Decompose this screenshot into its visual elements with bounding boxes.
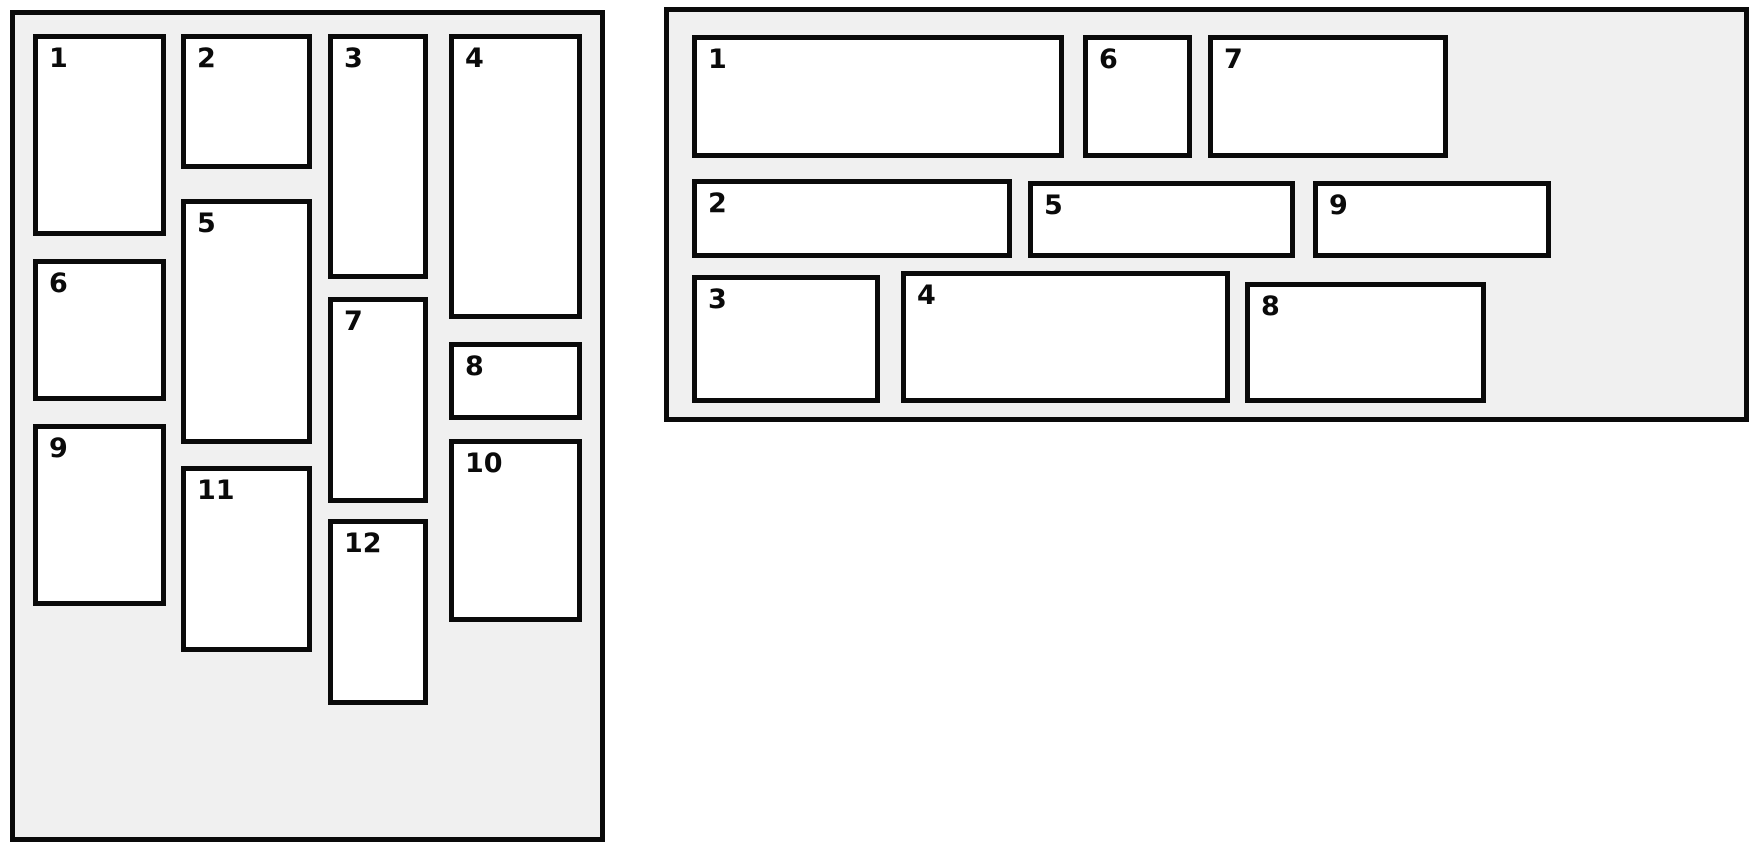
region-box-label: 10 [465, 448, 503, 479]
region-box-label: 11 [197, 475, 235, 506]
region-box-2[interactable]: 2 [692, 179, 1012, 258]
right-panel: 1 6 7 2 5 9 3 4 8 [664, 7, 1749, 422]
region-box-6[interactable]: 6 [33, 259, 166, 401]
region-box-10[interactable]: 10 [449, 439, 582, 622]
region-box-label: 12 [344, 528, 382, 559]
region-box-label: 2 [708, 188, 727, 219]
region-box-12[interactable]: 12 [328, 519, 428, 705]
region-box-label: 8 [465, 351, 484, 382]
region-box-label: 2 [197, 43, 216, 74]
region-box-3[interactable]: 3 [328, 34, 428, 279]
region-box-2[interactable]: 2 [181, 34, 312, 169]
region-box-4[interactable]: 4 [901, 271, 1230, 403]
region-box-label: 8 [1261, 291, 1280, 322]
region-box-label: 6 [49, 268, 68, 299]
region-box-5[interactable]: 5 [1028, 181, 1295, 258]
region-box-5[interactable]: 5 [181, 199, 312, 444]
region-box-4[interactable]: 4 [449, 34, 582, 319]
region-box-6[interactable]: 6 [1083, 35, 1192, 158]
region-box-1[interactable]: 1 [33, 34, 166, 236]
region-box-label: 3 [708, 284, 727, 315]
region-box-3[interactable]: 3 [692, 275, 880, 403]
region-box-11[interactable]: 11 [181, 466, 312, 652]
region-box-label: 1 [49, 43, 68, 74]
region-box-1[interactable]: 1 [692, 35, 1064, 158]
region-box-9[interactable]: 9 [1313, 181, 1551, 258]
region-box-label: 4 [465, 43, 484, 74]
region-box-label: 4 [917, 280, 936, 311]
region-box-7[interactable]: 7 [1208, 35, 1448, 158]
region-box-8[interactable]: 8 [1245, 282, 1486, 403]
region-box-label: 1 [708, 44, 727, 75]
region-box-7[interactable]: 7 [328, 297, 428, 503]
region-box-label: 7 [344, 306, 363, 337]
region-box-label: 7 [1224, 44, 1243, 75]
region-box-label: 9 [1329, 190, 1348, 221]
region-box-8[interactable]: 8 [449, 342, 582, 420]
region-box-label: 3 [344, 43, 363, 74]
region-box-9[interactable]: 9 [33, 424, 166, 606]
region-box-label: 9 [49, 433, 68, 464]
region-box-label: 5 [1044, 190, 1063, 221]
region-box-label: 5 [197, 208, 216, 239]
region-box-label: 6 [1099, 44, 1118, 75]
